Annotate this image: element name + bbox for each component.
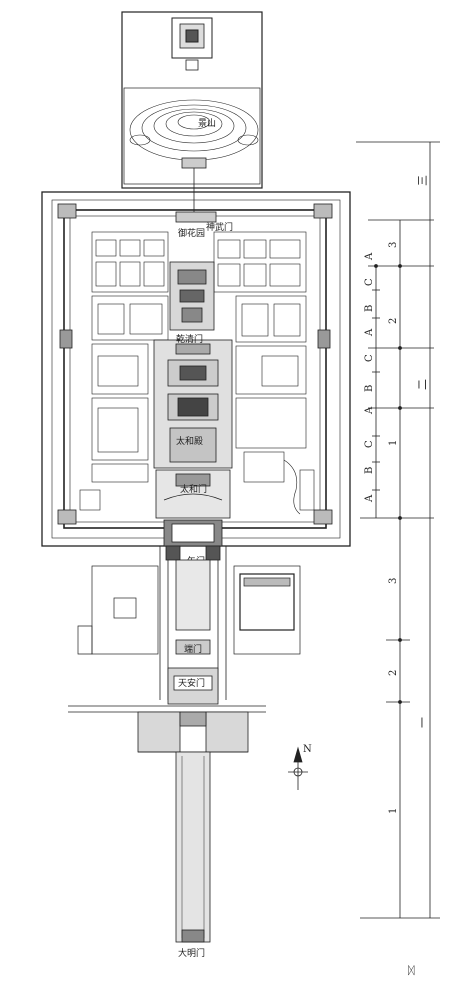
scale-a-4: A (364, 252, 375, 261)
central-axis-halls (153, 261, 233, 519)
label-tiananmen: 天安门 (178, 677, 205, 689)
side-temples (77, 565, 301, 655)
label-north: N (303, 744, 312, 755)
jingshan-area (121, 11, 263, 192)
scale-abc-labels: A B C A B C A B C A (364, 252, 375, 503)
scale-roman-1: 一 (416, 717, 429, 728)
scale-c-3: C (364, 278, 375, 286)
scale-roman-2: 二 (416, 379, 429, 390)
scale-b-1: B (364, 467, 375, 474)
module-scale (356, 141, 440, 919)
north-arrow-icon (288, 746, 308, 790)
thousand-step-corridor (175, 751, 211, 943)
label-duanmen: 端门 (184, 643, 202, 655)
scale-num-1a: 1 (388, 440, 399, 446)
label-taihemen: 太和门 (180, 483, 207, 495)
footer-mark: ᛞ (408, 964, 415, 977)
label-yuhuayuan: 御花园 (178, 227, 205, 239)
duanmen-gate (175, 639, 211, 655)
scale-a-1: A (364, 494, 375, 503)
palace-outer-wall (41, 191, 351, 547)
scale-num-1b: 1 (388, 808, 399, 814)
scale-num-3b: 3 (388, 578, 399, 584)
scale-a-3: A (364, 328, 375, 337)
tiananmen-gate (167, 667, 219, 705)
shenwumen-gate (175, 192, 217, 223)
label-taihedian: 太和殿 (176, 435, 203, 447)
scale-c-2: C (364, 354, 375, 362)
scale-roman-labels: 三 二 一 (416, 175, 429, 728)
palace-west-courtyards (79, 231, 169, 511)
label-damingmen: 大明门 (178, 947, 205, 959)
label-jingshan: 景山 (198, 118, 216, 129)
scale-num-3a: 3 (388, 242, 399, 248)
scale-number-labels: 3 2 1 3 2 1 (388, 242, 399, 814)
scale-c-1: C (364, 440, 375, 448)
east-west-avenue (68, 705, 266, 753)
scale-num-2a: 2 (388, 318, 399, 324)
scale-b-3: B (364, 305, 375, 312)
scale-a-2: A (364, 406, 375, 415)
label-shenwumen: 神武门 (206, 221, 233, 233)
wumen-gate (163, 519, 223, 561)
scale-num-2b: 2 (388, 670, 399, 676)
scale-b-2: B (364, 385, 375, 392)
label-qianqingmen: 乾清门 (176, 333, 203, 345)
scale-roman-3: 三 (416, 175, 429, 186)
